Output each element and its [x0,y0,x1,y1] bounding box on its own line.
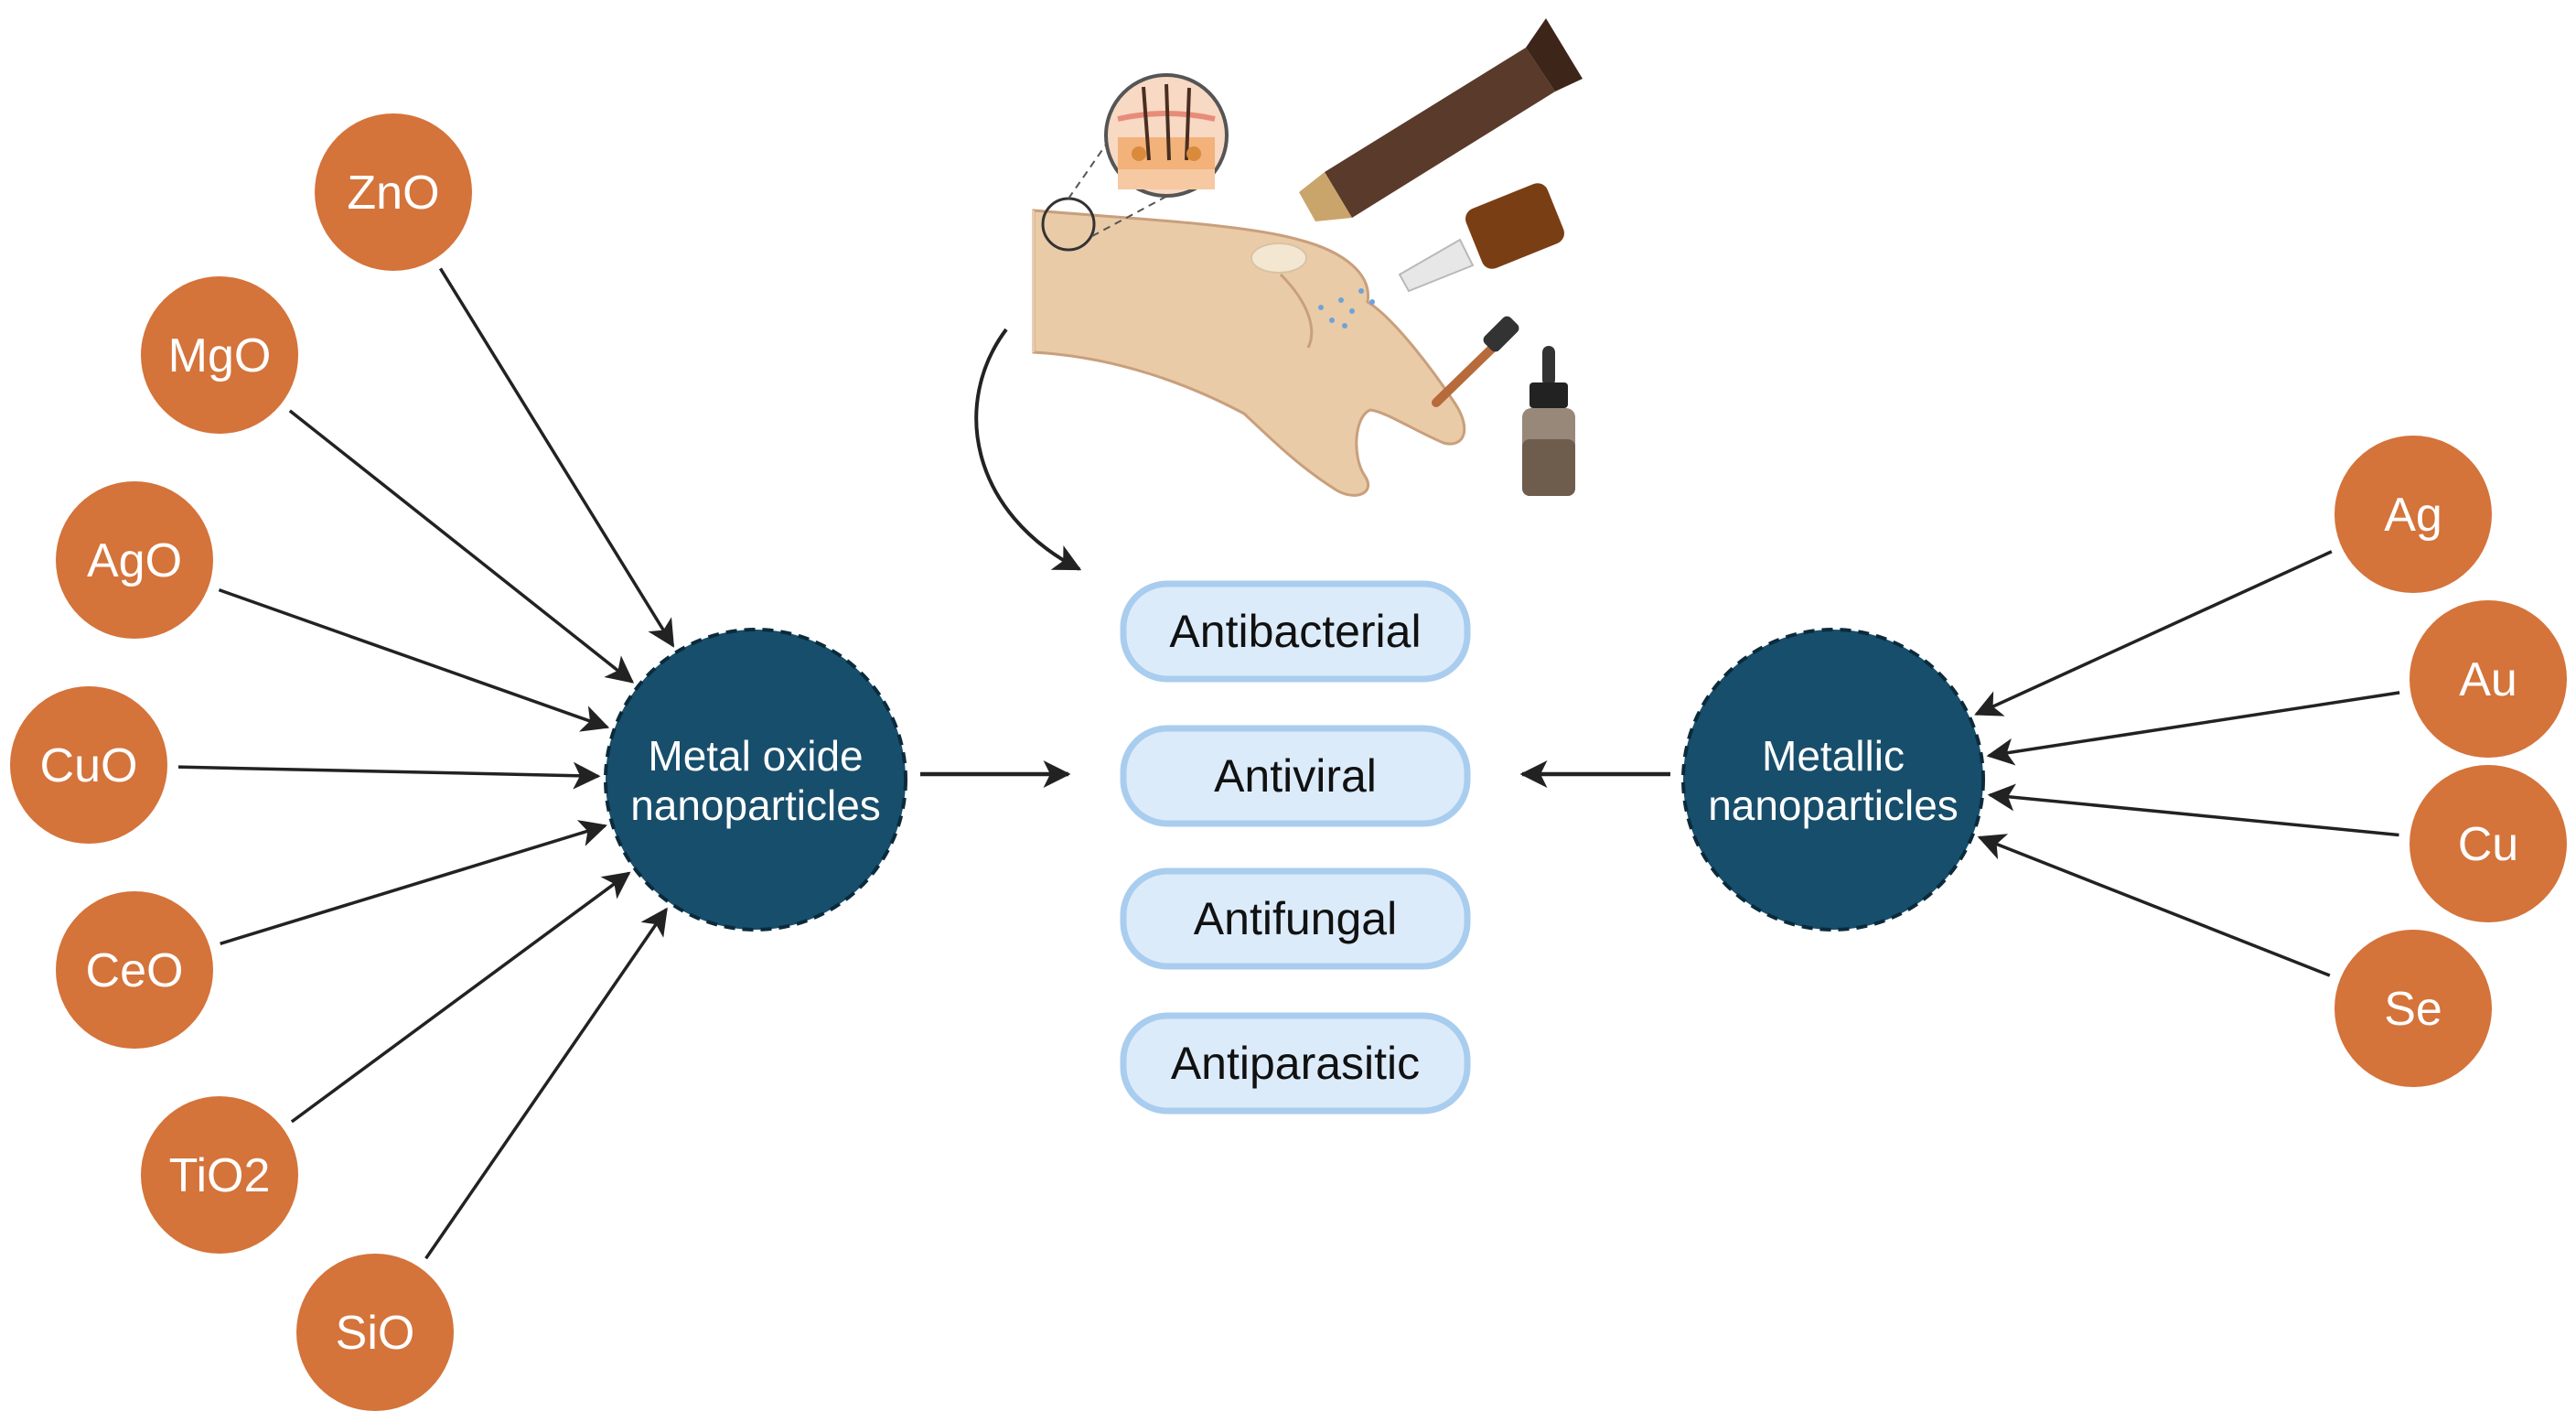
effect-label: Antibacterial [1169,606,1421,657]
effect-antibacterial: Antibacterial [1120,580,1471,683]
particle-label: SiO [336,1307,415,1360]
metal-oxide-hub-line1: Metal oxide [648,732,863,780]
hand-icon [1032,123,1466,497]
effects-list: AntibacterialAntiviralAntifungalAntipara… [1120,580,1471,1115]
metal-oxide-hub: Metal oxide nanoparticles [604,628,907,932]
dropper-icon [1432,316,1519,407]
arrow-ago-to-metal-oxide-hub [218,588,610,732]
particle-circle [141,1096,298,1254]
particle-se: Se [2334,930,2492,1087]
particle-circle [56,891,213,1049]
particle-label: CuO [40,739,138,792]
particle-label: Cu [2458,818,2518,871]
particle-ag: Ag [2334,436,2492,593]
particle-label: Se [2384,983,2442,1036]
arrow-cu-to-metallic-hub [1987,783,2399,837]
arrow-cuo-to-metal-oxide-hub [177,761,601,790]
particle-label: Au [2459,653,2517,706]
effect-pill [1120,725,1471,827]
particle-circle [2334,436,2492,593]
particle-circle [296,1254,454,1411]
particle-circle [2410,600,2567,758]
particle-tio2: TiO2 [141,1096,298,1254]
ointment-tube-icon [1299,18,1583,221]
particle-circle [315,113,472,271]
arrow-ag-to-metallic-hub [1974,550,2333,716]
particle-label: CeO [86,944,184,997]
particle-au: Au [2410,600,2567,758]
arrow-tio2-to-metal-oxide-hub [290,871,631,1124]
dropper-bottle-icon [1522,346,1575,496]
particle-circle [2334,930,2492,1087]
particle-cuo: CuO [10,686,167,844]
particle-sio: SiO [296,1254,454,1411]
particle-circle [56,481,213,639]
particle-mgo: MgO [141,276,298,434]
spray-bottle-icon [1318,183,1564,329]
effect-antiviral: Antiviral [1120,725,1471,827]
metal-oxide-hub-line2: nanoparticles [630,781,881,829]
particle-ago: AgO [56,481,213,639]
skin-layers-icon [1104,73,1229,198]
arrow-se-to-metallic-hub [1977,834,2331,977]
effect-label: Antiviral [1214,750,1377,802]
metallic-hub: Metallic nanoparticles [1681,628,1985,932]
particle-label: Ag [2384,489,2442,542]
effect-pill [1120,1012,1471,1115]
particle-label: ZnO [347,167,439,220]
particle-circle [10,686,167,844]
particle-label: TiO2 [169,1149,271,1202]
metallic-hub-line2: nanoparticles [1708,781,1959,829]
arrow-mgo-to-metal-oxide-hub [288,409,635,684]
particle-ceo: CeO [56,891,213,1049]
effect-pill [1120,580,1471,683]
metallic-hub-line1: Metallic [1762,732,1905,780]
particle-zno: ZnO [315,113,472,271]
particle-label: MgO [168,329,272,382]
particle-circle [141,276,298,434]
arrow-ceo-to-metal-oxide-hub [220,820,607,945]
effect-label: Antiparasitic [1171,1038,1420,1089]
particle-label: AgO [87,534,182,587]
arrow-au-to-metallic-hub [1986,691,2400,766]
effect-antiparasitic: Antiparasitic [1120,1012,1471,1115]
arrow-sio-to-metal-oxide-hub [424,907,668,1260]
topical-application-illustration [974,18,1583,571]
particle-circle [2410,765,2567,922]
effect-pill [1120,867,1471,970]
effect-antifungal: Antifungal [1120,867,1471,970]
arrow-zno-to-metal-oxide-hub [438,267,675,648]
particle-cu: Cu [2410,765,2567,922]
arrows-layer [177,267,2400,1260]
curved-arrow-icon [974,328,1082,571]
effect-label: Antifungal [1194,893,1397,944]
